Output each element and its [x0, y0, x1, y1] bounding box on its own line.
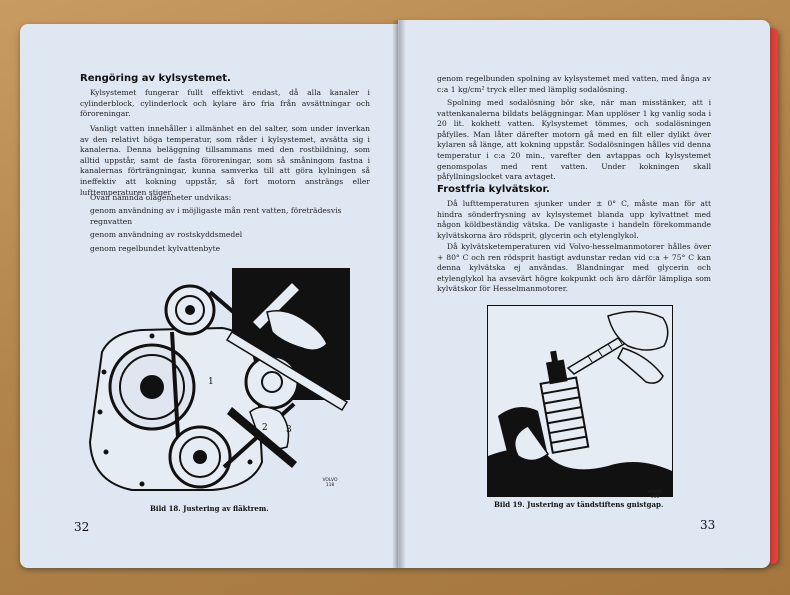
- right-paragraph-2: Spolning med sodalösning bör ske, när ma…: [437, 98, 711, 182]
- volvo-mark-left: VOLVO 118: [315, 478, 345, 488]
- figure-18-caption: Bild 18. Justering av fläktrem.: [150, 504, 269, 513]
- left-list-item-3: genom regelbundet kylvattenbyte: [90, 244, 221, 253]
- figure-label-3: 3: [286, 425, 292, 435]
- volvo-figure-code: 118: [325, 483, 335, 488]
- left-paragraph-2: Vanligt vatten innehåller i allmänhet en…: [80, 124, 370, 197]
- spark-plug-gap-illustration: [487, 305, 673, 497]
- volvo-mark-right: VOLVO 056: [640, 490, 670, 500]
- fan-belt-drawing: 1 2 3: [88, 268, 350, 491]
- volvo-logo-text: VOLVO: [647, 490, 663, 495]
- engine-fan-belt-illustration: 1 2 3: [82, 262, 362, 502]
- right-paragraph-4: Då kylvätsketemperaturen vid Volvo-hesse…: [437, 242, 711, 294]
- figure-label-1: 1: [208, 377, 214, 387]
- right-page-number: 33: [700, 518, 716, 532]
- right-heading: Frostfria kylvätskor.: [437, 184, 550, 195]
- left-list-item-1: genom användning av i möjligaste mån ren…: [90, 206, 342, 226]
- spark-plug-drawing: [488, 310, 672, 496]
- volvo-figure-code: 056: [650, 495, 660, 500]
- figure-label-2: 2: [262, 423, 268, 433]
- left-list-item-2: genom användning av rostskyddsmedel: [90, 230, 243, 239]
- left-paragraph-1: Kylsystemet fungerar fullt effektivt end…: [80, 88, 370, 119]
- left-paragraph-3: Ovan nämnda olägenheter undvikas:: [90, 193, 232, 202]
- left-page-number: 32: [74, 520, 90, 534]
- volvo-logo-text: VOLVO: [322, 478, 338, 483]
- figure-19-caption: Bild 19. Justering av tändstiftens gnist…: [494, 500, 664, 509]
- right-paragraph-3: Då lufttemperaturen sjunker under ± 0° C…: [437, 199, 711, 240]
- left-heading: Rengöring av kylsystemet.: [80, 73, 231, 84]
- right-paragraph-1: genom regelbunden spolning av kylsysteme…: [437, 74, 711, 94]
- book-spine: [392, 20, 406, 568]
